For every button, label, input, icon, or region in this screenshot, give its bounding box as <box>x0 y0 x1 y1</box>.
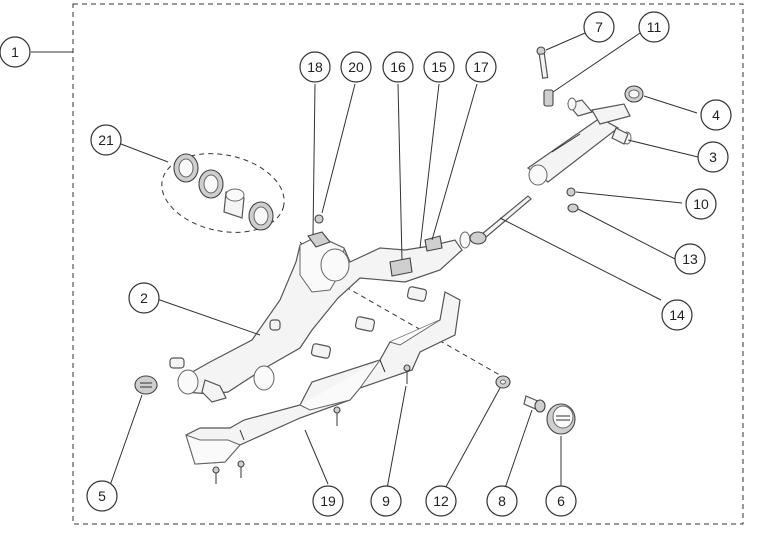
frame-end-cap-part <box>134 375 158 395</box>
sleeve-part <box>543 89 554 107</box>
callout-4: 4 <box>700 99 732 131</box>
washer-part <box>567 203 579 213</box>
callout-9-label: 9 <box>382 493 390 509</box>
axle-axis-line <box>329 277 506 379</box>
callout-18-label: 18 <box>307 59 323 75</box>
main-frame-part <box>169 231 471 403</box>
callout-8-label: 8 <box>498 493 506 509</box>
callout-2: 2 <box>128 282 160 314</box>
callout-1: 1 <box>0 36 31 68</box>
nut-part <box>566 187 576 197</box>
callout-15: 15 <box>423 51 455 83</box>
tee-tube-part <box>526 97 632 186</box>
end-cap-part <box>624 85 644 103</box>
callout-11: 11 <box>638 11 670 43</box>
bearing-kit-group-outline <box>161 153 285 233</box>
callout-2-label: 2 <box>140 290 148 306</box>
callout-8: 8 <box>486 485 518 517</box>
leader-lines <box>31 32 699 495</box>
callout-3: 3 <box>697 141 729 173</box>
callout-12: 12 <box>425 485 457 517</box>
callout-1-label: 1 <box>11 44 19 60</box>
callout-16: 16 <box>382 51 414 83</box>
callout-10-label: 10 <box>693 196 709 212</box>
callout-18: 18 <box>299 51 331 83</box>
callout-20-label: 20 <box>348 59 364 75</box>
callout-14: 14 <box>661 299 693 331</box>
callout-17-label: 17 <box>473 59 489 75</box>
runner-screw-parts <box>212 406 341 484</box>
callout-16-label: 16 <box>390 59 406 75</box>
callout-3-label: 3 <box>709 149 717 165</box>
bearing-kit-part <box>173 153 274 231</box>
callout-19: 19 <box>312 485 344 517</box>
set-screw-part <box>314 214 324 224</box>
callout-9: 9 <box>370 485 402 517</box>
callout-6-label: 6 <box>557 493 565 509</box>
callout-12-label: 12 <box>433 493 449 509</box>
wheel-cap-part <box>546 403 576 435</box>
screw-part-9 <box>403 364 411 384</box>
assembly-boundary <box>72 3 744 525</box>
callout-15-label: 15 <box>431 59 447 75</box>
flat-washer-part <box>495 375 511 389</box>
callout-13-label: 13 <box>682 251 698 267</box>
callout-21-label: 21 <box>98 132 114 148</box>
callout-5-label: 5 <box>98 488 106 504</box>
callout-14-label: 14 <box>669 307 685 323</box>
callout-4-label: 4 <box>712 107 720 123</box>
callout-7: 7 <box>583 11 615 43</box>
bolt-part <box>536 46 549 79</box>
base-runner-part <box>185 291 461 465</box>
callout-19-label: 19 <box>320 493 336 509</box>
callout-6: 6 <box>545 485 577 517</box>
callout-5: 5 <box>86 480 118 512</box>
callout-20: 20 <box>340 51 372 83</box>
callout-10: 10 <box>685 188 717 220</box>
callout-21: 21 <box>90 124 122 156</box>
axle-pin-part <box>523 395 546 413</box>
callout-17: 17 <box>465 51 497 83</box>
long-bolt-part <box>469 195 532 245</box>
callout-13: 13 <box>674 243 706 275</box>
callout-7-label: 7 <box>595 19 603 35</box>
callout-11-label: 11 <box>647 19 662 35</box>
